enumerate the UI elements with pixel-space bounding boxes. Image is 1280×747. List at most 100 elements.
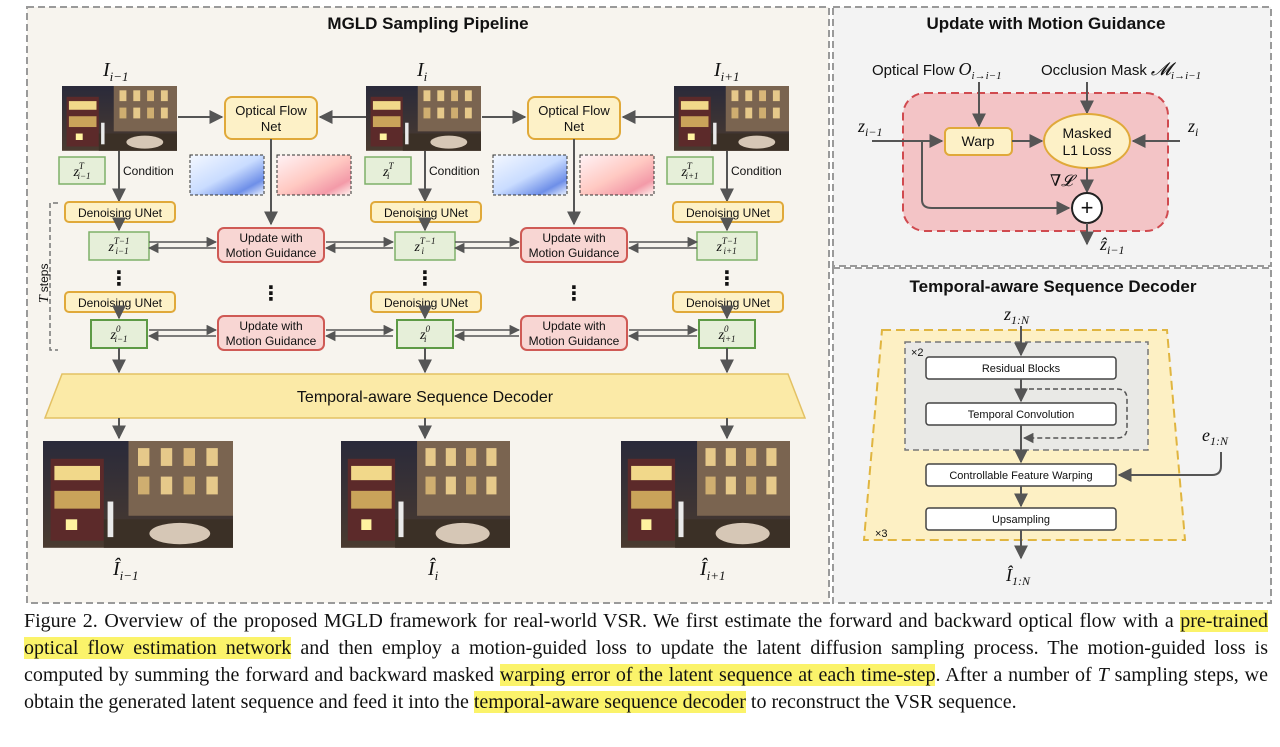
decoder-input-label: z1:N bbox=[1003, 304, 1030, 327]
input-frame-next bbox=[674, 86, 789, 151]
cfw-label: Controllable Feature Warping bbox=[949, 470, 1092, 482]
output-frame-next bbox=[621, 441, 790, 548]
denoising-unet-bottom-label-cur: Denoising UNet bbox=[384, 296, 469, 310]
optical-flow-net-left-label1: Optical Flow bbox=[235, 103, 307, 118]
svg-text:Ii+1: Ii+1 bbox=[713, 59, 740, 84]
sequence-decoder-block bbox=[43, 373, 807, 419]
latent-z0-cur bbox=[396, 319, 454, 349]
arrow-e-to-cfw bbox=[1117, 452, 1222, 482]
latent-z0-next bbox=[698, 319, 756, 349]
ellipsis-update-left: ⋮ bbox=[261, 283, 281, 305]
flow-map-forward-left bbox=[276, 154, 352, 196]
skip-connection bbox=[1021, 388, 1128, 444]
warp-label: Warp bbox=[962, 133, 995, 149]
decoder-title: Temporal-aware Sequence Decoder bbox=[910, 277, 1197, 296]
svg-text:Îi: Îi bbox=[427, 557, 439, 583]
residual-blocks-label: Residual Blocks bbox=[982, 363, 1061, 375]
ellipsis-prev: ⋮ bbox=[109, 268, 129, 290]
t-steps-label: Tsteps bbox=[37, 264, 52, 303]
update-label2-right-top: Motion Guidance bbox=[529, 246, 620, 260]
output-frame-prev bbox=[43, 441, 234, 548]
caption-part-1: Figure 2. Overview of the proposed MGLD … bbox=[24, 610, 1181, 632]
sum-plus: + bbox=[1081, 195, 1094, 220]
condition-label-next: Condition bbox=[731, 164, 782, 178]
update-label1-right-top: Update with bbox=[542, 231, 605, 245]
svg-text:Îi+1: Îi+1 bbox=[699, 557, 726, 583]
update-label1-left-top: Update with bbox=[239, 231, 302, 245]
e-input-label: e1:N bbox=[1202, 425, 1229, 448]
input-frame-prev bbox=[62, 86, 177, 151]
caption-part-4: sampling steps, we obtain the generated … bbox=[24, 664, 1268, 713]
svg-text:Ii−1: Ii−1 bbox=[102, 59, 129, 84]
latent-zT1-next bbox=[696, 231, 758, 261]
update-motion-guidance-right-bottom bbox=[520, 315, 628, 351]
pipeline-title: MGLD Sampling Pipeline bbox=[327, 14, 528, 33]
ellipsis-update-right: ⋮ bbox=[564, 283, 584, 305]
optical-flow-net-right-label2: Net bbox=[564, 119, 585, 134]
times2-label: ×2 bbox=[911, 347, 924, 359]
temporal-convolution-label: Temporal Convolution bbox=[968, 409, 1074, 421]
caption-t-variable: T bbox=[1097, 664, 1109, 686]
figure-caption: Figure 2. Overview of the proposed MGLD … bbox=[24, 608, 1268, 716]
caption-part-2: and then employ a motion-guided loss to … bbox=[24, 637, 1268, 686]
motion-guidance-region bbox=[902, 92, 1169, 232]
latent-zT-prev bbox=[58, 156, 106, 185]
gradient-label: ∇𝓛 bbox=[1050, 173, 1077, 190]
output-label-next: Îi+1 bbox=[699, 557, 726, 583]
denoising-unet-bottom-label-prev: Denoising UNet bbox=[78, 296, 163, 310]
arrow-z-to-sum bbox=[921, 141, 1071, 215]
flow-map-backward-right bbox=[492, 154, 568, 196]
masked-l1-loss-block bbox=[1043, 113, 1131, 169]
caption-highlight-2: warping error of the latent sequence at … bbox=[499, 664, 936, 686]
denoising-unet-top-label-prev: Denoising UNet bbox=[78, 206, 163, 220]
output-frame-cur bbox=[341, 441, 510, 548]
times3-label: ×3 bbox=[875, 528, 888, 540]
denoising-unet-top-label-next: Denoising UNet bbox=[686, 206, 771, 220]
caption-highlight-3: temporal-aware sequence decoder bbox=[473, 691, 746, 713]
figure-diagram: MGLD Sampling Pipeline Update with Motio… bbox=[26, 6, 1272, 604]
update-motion-guidance-right-top bbox=[520, 227, 628, 263]
denoising-unet-bottom-label-next: Denoising UNet bbox=[686, 296, 771, 310]
update-title: Update with Motion Guidance bbox=[927, 14, 1166, 33]
z-hat-output: ẑi−1 bbox=[1099, 234, 1124, 257]
loss-label-2: L1 Loss bbox=[1062, 142, 1111, 158]
svg-text:Îi−1: Îi−1 bbox=[112, 557, 139, 583]
latent-zT1-prev bbox=[88, 231, 150, 261]
input-label-prev: Ii−1 bbox=[102, 59, 129, 84]
denoising-unet-top-label-cur: Denoising UNet bbox=[384, 206, 469, 220]
input-label-next: Ii+1 bbox=[713, 59, 740, 84]
input-label-cur: Ii bbox=[416, 59, 428, 84]
update-label2-left-top: Motion Guidance bbox=[226, 246, 317, 260]
caption-part-3: . After a number of bbox=[935, 664, 1098, 686]
sequence-decoder-label: Temporal-aware Sequence Decoder bbox=[297, 389, 554, 406]
latent-zT1-cur bbox=[394, 231, 456, 261]
condition-label-prev: Condition bbox=[123, 164, 174, 178]
caption-part-5: to reconstruct the VSR sequence. bbox=[745, 691, 1017, 713]
latent-zT-cur bbox=[364, 156, 412, 185]
latent-zT-next bbox=[666, 156, 714, 185]
update-label1-right-bottom: Update with bbox=[542, 319, 605, 333]
output-label-prev: Îi−1 bbox=[112, 557, 139, 583]
t-steps-bracket bbox=[49, 202, 58, 351]
ellipsis-next: ⋮ bbox=[717, 268, 737, 290]
upsampling-label: Upsampling bbox=[992, 514, 1050, 526]
condition-label-cur: Condition bbox=[429, 164, 480, 178]
input-frame-cur bbox=[366, 86, 481, 151]
loss-label-1: Masked bbox=[1062, 125, 1111, 141]
ellipsis-cur: ⋮ bbox=[415, 268, 435, 290]
update-label1-left-bottom: Update with bbox=[239, 319, 302, 333]
output-label-cur: Îi bbox=[427, 557, 439, 583]
z-prev-label: zi−1 bbox=[857, 116, 882, 139]
decoder-output-label: Î1:N bbox=[1005, 564, 1031, 588]
